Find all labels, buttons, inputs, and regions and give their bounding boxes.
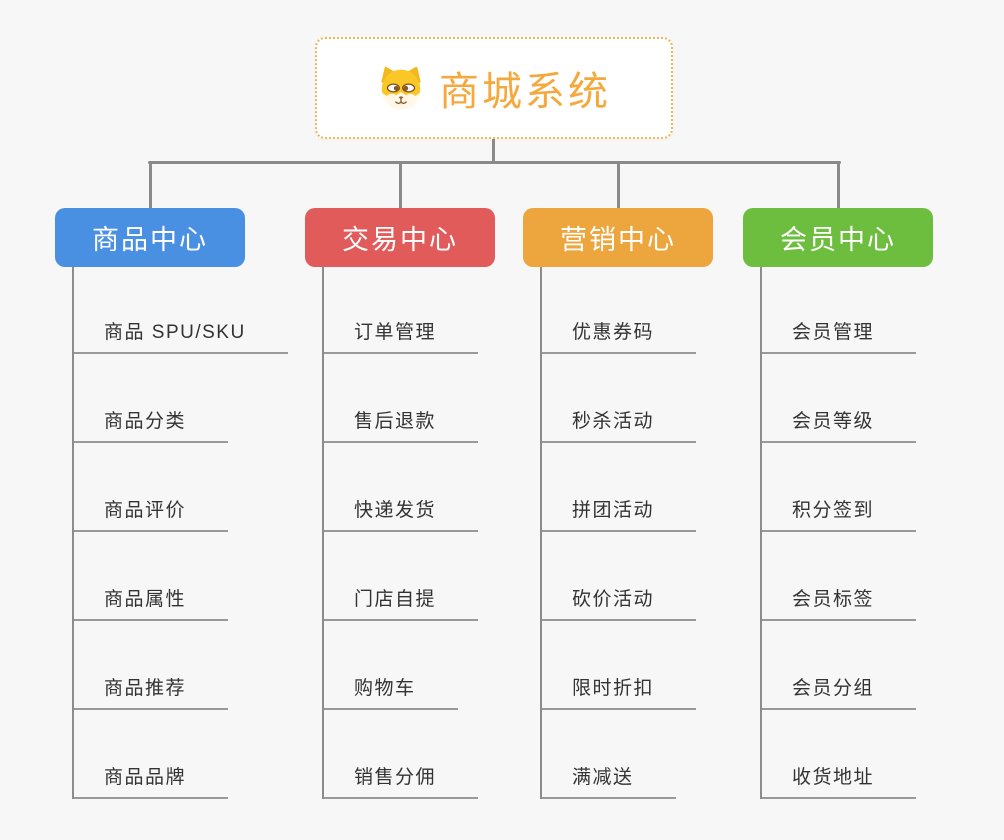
mindmap-child-node[interactable]: 会员标签 <box>762 584 917 621</box>
child-row: 会员分组 <box>762 621 933 710</box>
mindmap-child-node[interactable]: 商品推荐 <box>74 673 229 710</box>
child-row: 收货地址 <box>762 710 933 799</box>
mindmap-root-node[interactable]: 商城系统 <box>315 37 673 139</box>
branch-header-node[interactable]: 交易中心 <box>305 208 495 267</box>
mindmap-child-node[interactable]: 门店自提 <box>324 584 479 621</box>
mindmap-child-node[interactable]: 会员等级 <box>762 406 917 443</box>
child-row: 售后退款 <box>324 354 495 443</box>
mindmap-child-node[interactable]: 限时折扣 <box>542 673 697 710</box>
child-row: 商品分类 <box>74 354 245 443</box>
mindmap-child-node[interactable]: 商品品牌 <box>74 762 229 799</box>
child-row: 优惠券码 <box>542 267 713 354</box>
branch-header-node[interactable]: 营销中心 <box>523 208 713 267</box>
child-row: 积分签到 <box>762 443 933 532</box>
mindmap-child-node[interactable]: 优惠券码 <box>542 317 697 354</box>
child-row: 拼团活动 <box>542 443 713 532</box>
mindmap-child-node[interactable]: 售后退款 <box>324 406 479 443</box>
branch-header-node[interactable]: 商品中心 <box>55 208 245 267</box>
mindmap-child-node[interactable]: 销售分佣 <box>324 762 479 799</box>
child-row: 商品属性 <box>74 532 245 621</box>
branch-horizontal-connector <box>148 161 841 164</box>
mindmap-child-node[interactable]: 会员管理 <box>762 317 917 354</box>
mindmap-child-node[interactable]: 收货地址 <box>762 762 917 799</box>
dog-icon <box>377 65 425 111</box>
child-row: 砍价活动 <box>542 532 713 621</box>
child-row: 会员等级 <box>762 354 933 443</box>
child-row: 购物车 <box>324 621 495 710</box>
branch-drop-connector <box>836 161 840 208</box>
mindmap-branch: 交易中心 订单管理售后退款快递发货门店自提购物车销售分佣 <box>305 161 495 799</box>
branch-drop-connector <box>148 161 152 208</box>
child-row: 订单管理 <box>324 267 495 354</box>
child-row: 快递发货 <box>324 443 495 532</box>
mindmap-branch: 商品中心 商品 SPU/SKU 商品分类商品评价商品属性商品推荐商品品牌 <box>55 161 288 799</box>
child-row: 秒杀活动 <box>542 354 713 443</box>
branch-children-group: 订单管理售后退款快递发货门店自提购物车销售分佣 <box>322 267 495 799</box>
branch-drop-connector <box>398 161 402 208</box>
child-row: 商品推荐 <box>74 621 245 710</box>
mindmap-branch: 营销中心 优惠券码秒杀活动拼团活动砍价活动限时折扣满减送 <box>523 161 713 799</box>
mindmap-child-node[interactable]: 满减送 <box>542 762 676 799</box>
mindmap-child-node[interactable]: 商品属性 <box>74 584 229 621</box>
branch-children-group: 会员管理会员等级积分签到会员标签会员分组收货地址 <box>760 267 933 799</box>
child-row: 满减送 <box>542 710 713 799</box>
mindmap-child-node[interactable]: 订单管理 <box>324 317 479 354</box>
mindmap-child-node[interactable]: 砍价活动 <box>542 584 697 621</box>
mindmap-child-node[interactable]: 快递发货 <box>324 495 479 532</box>
branch-drop-connector <box>616 161 620 208</box>
child-row: 销售分佣 <box>324 710 495 799</box>
child-row: 商品 SPU/SKU <box>74 267 288 354</box>
mindmap-child-node[interactable]: 商品 SPU/SKU <box>74 317 288 354</box>
child-row: 会员管理 <box>762 267 933 354</box>
mindmap-child-node[interactable]: 购物车 <box>324 673 458 710</box>
mindmap-child-node[interactable]: 商品评价 <box>74 495 229 532</box>
child-row: 限时折扣 <box>542 621 713 710</box>
branch-children-group: 商品 SPU/SKU 商品分类商品评价商品属性商品推荐商品品牌 <box>72 267 288 799</box>
mindmap-child-node[interactable]: 商品分类 <box>74 406 229 443</box>
root-title: 商城系统 <box>439 70 611 114</box>
root-stem-connector <box>492 139 495 163</box>
child-row: 门店自提 <box>324 532 495 621</box>
branch-header-node[interactable]: 会员中心 <box>743 208 933 267</box>
child-row: 会员标签 <box>762 532 933 621</box>
mindmap-branch: 会员中心 会员管理会员等级积分签到会员标签会员分组收货地址 <box>743 161 933 799</box>
branch-children-group: 优惠券码秒杀活动拼团活动砍价活动限时折扣满减送 <box>540 267 713 799</box>
child-row: 商品评价 <box>74 443 245 532</box>
mindmap-child-node[interactable]: 秒杀活动 <box>542 406 697 443</box>
mindmap-child-node[interactable]: 拼团活动 <box>542 495 697 532</box>
mindmap-child-node[interactable]: 积分签到 <box>762 495 917 532</box>
mindmap-child-node[interactable]: 会员分组 <box>762 673 917 710</box>
child-row: 商品品牌 <box>74 710 245 799</box>
